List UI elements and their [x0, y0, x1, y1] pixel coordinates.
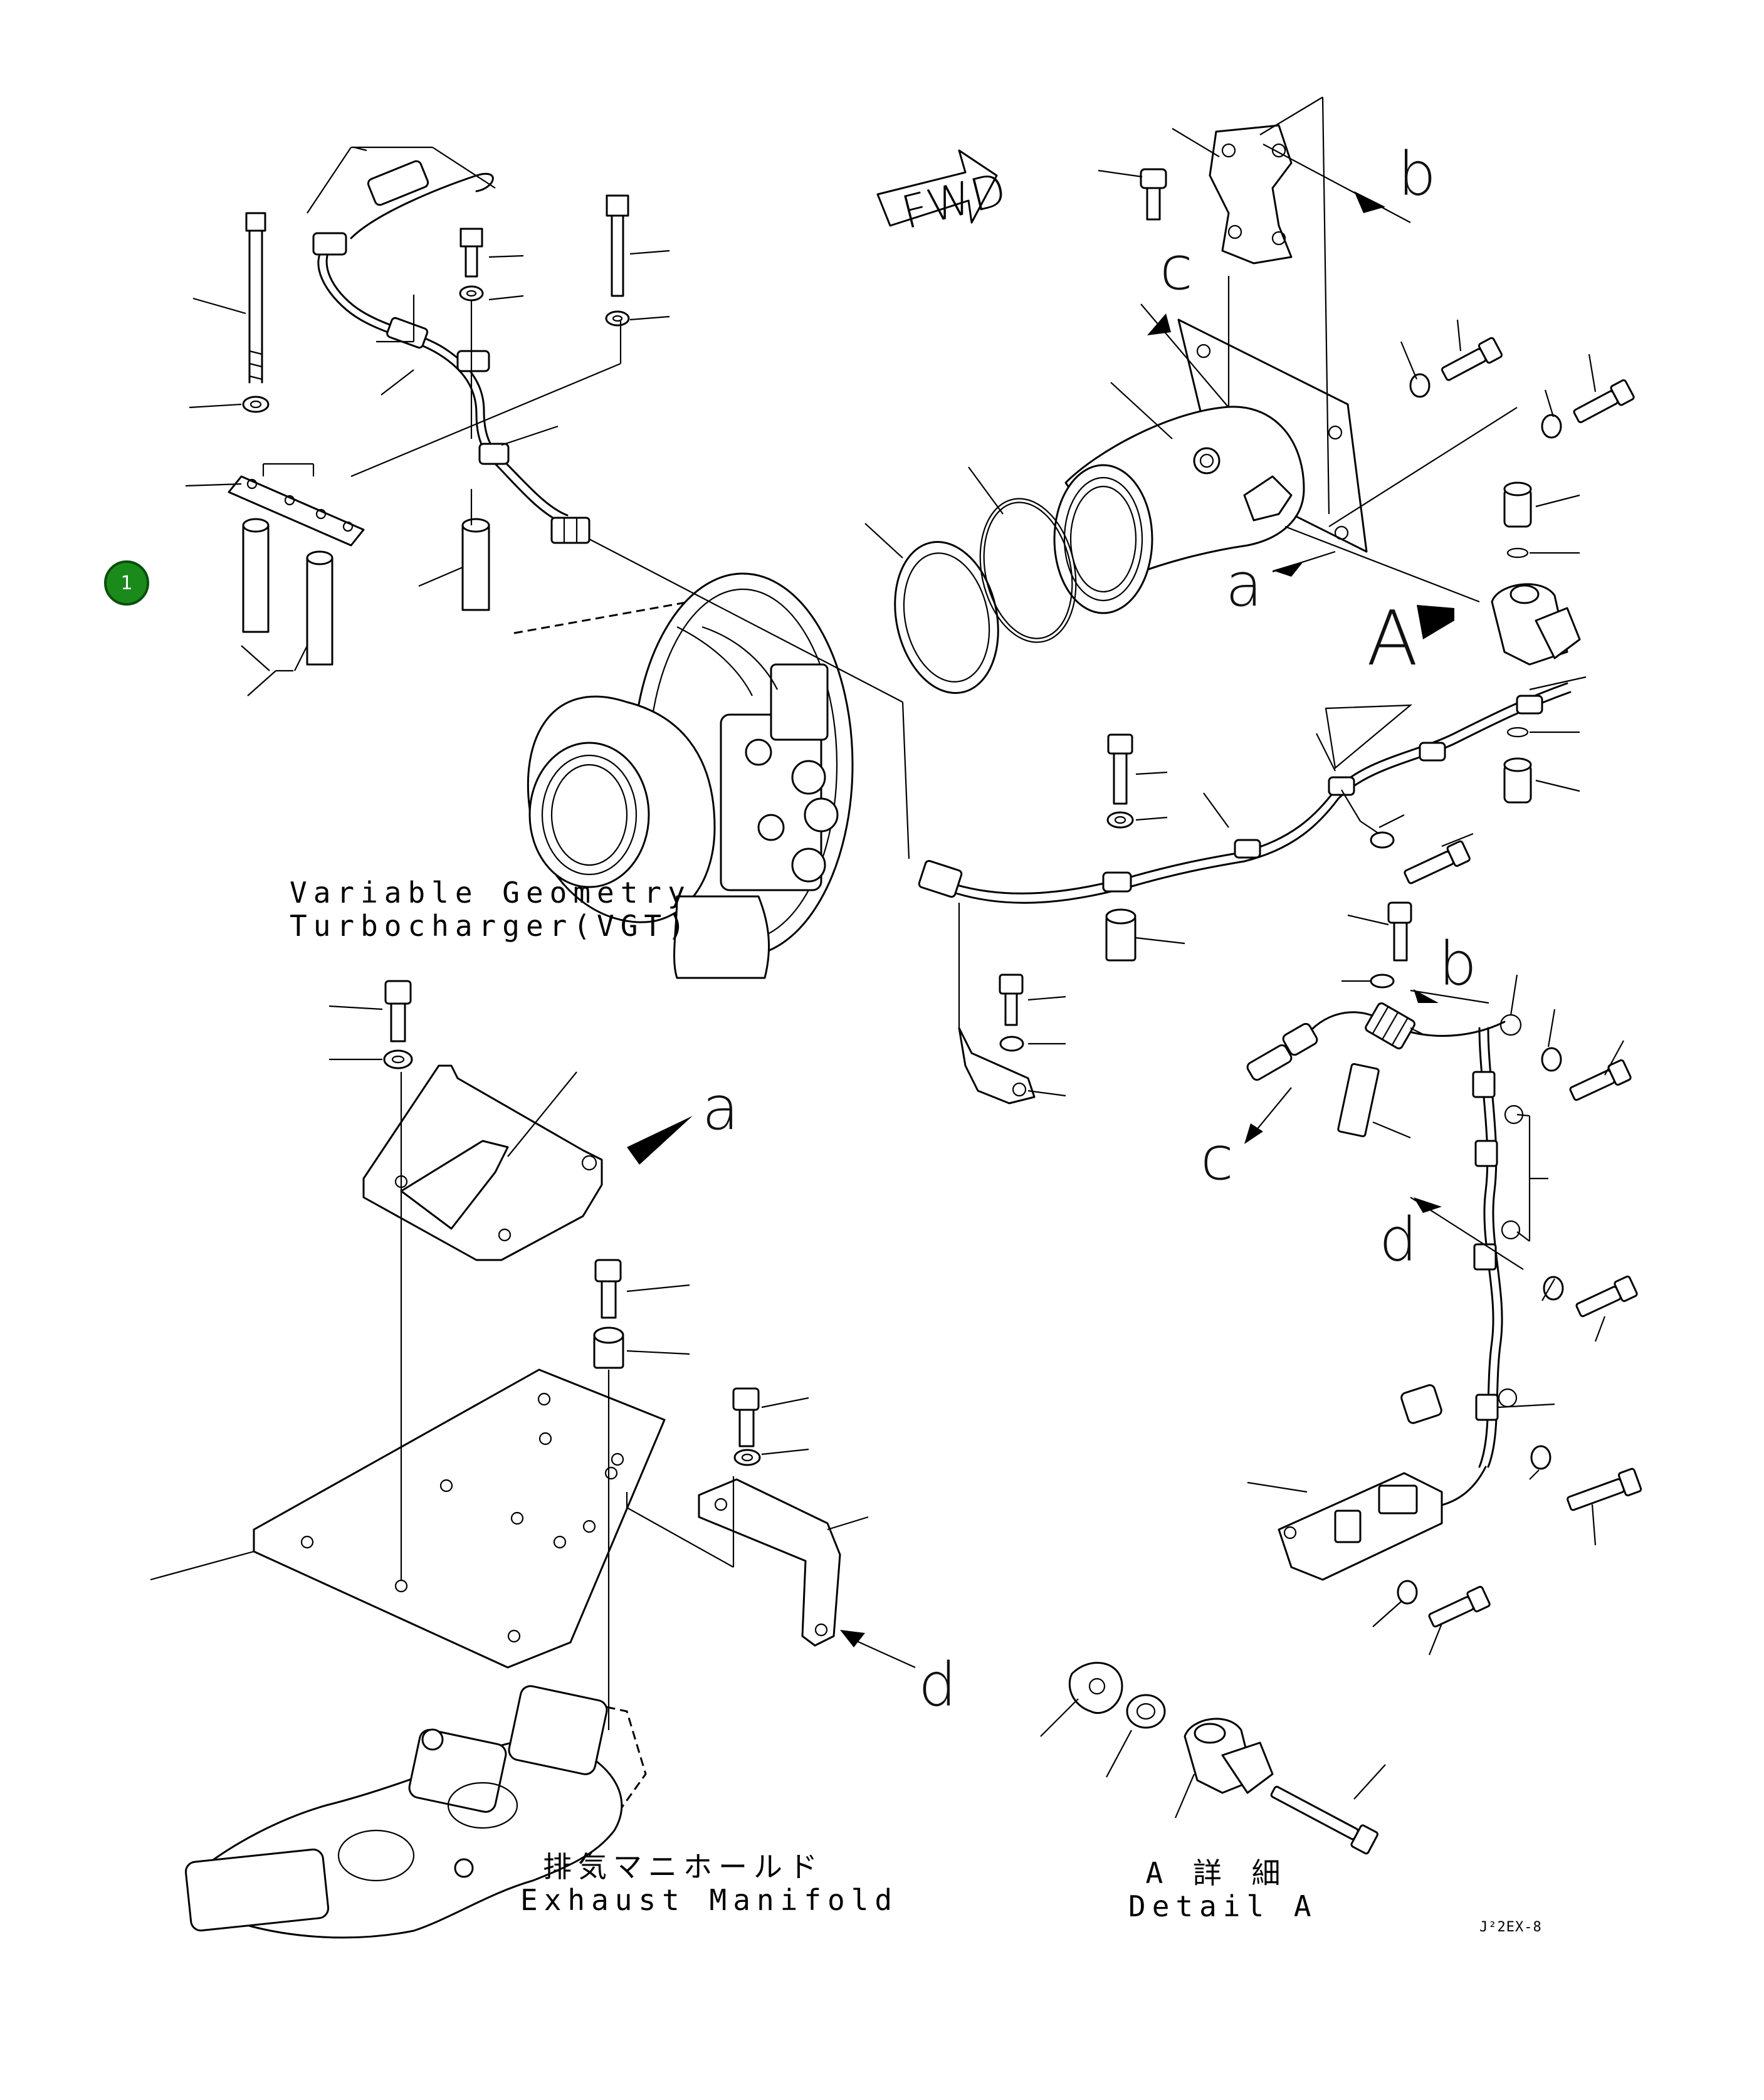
lower-right-assembly [1244, 901, 1642, 1656]
upper-right-assembly [864, 97, 1635, 804]
ref-d-right: d [1379, 1205, 1417, 1275]
ref-b-upper: b [1398, 139, 1436, 209]
top-left-assembly [185, 146, 670, 696]
callout-marker-1[interactable]: 1 [104, 560, 149, 606]
vgt-turbocharger [513, 572, 854, 979]
drawing-code: J²2EX-8 [1479, 1919, 1542, 1935]
vgt-caption-line1: Variable Geometry [290, 876, 691, 910]
ref-a-upper: a [1226, 550, 1263, 620]
ref-d-lower: d [918, 1650, 957, 1720]
ref-c-upper: c [1160, 233, 1193, 303]
detail-a-caption: A 詳 細 Detail A [1128, 1856, 1318, 1923]
detail-a-caption-jp: A 詳 細 [1145, 1856, 1287, 1890]
ref-a-lower: a [702, 1073, 739, 1143]
view-a-letter: A [1367, 596, 1419, 683]
manifold-caption: 排気マニホールド Exhaust Manifold [520, 1850, 899, 1917]
ref-b-lower: b [1439, 929, 1477, 999]
ref-c-lower: c [1200, 1123, 1234, 1194]
lower-left-assembly [150, 980, 916, 1939]
center-harness [589, 538, 1572, 1105]
detail-a-caption-en: Detail A [1128, 1889, 1318, 1923]
vgt-caption-line2: Turbocharger(VGT) [290, 908, 691, 943]
detail-a-drawing [1040, 1662, 1386, 1855]
manifold-caption-jp: 排気マニホールド [543, 1850, 824, 1884]
vgt-caption: Variable Geometry Turbocharger(VGT) [290, 876, 691, 943]
manifold-caption-en: Exhaust Manifold [520, 1882, 899, 1917]
